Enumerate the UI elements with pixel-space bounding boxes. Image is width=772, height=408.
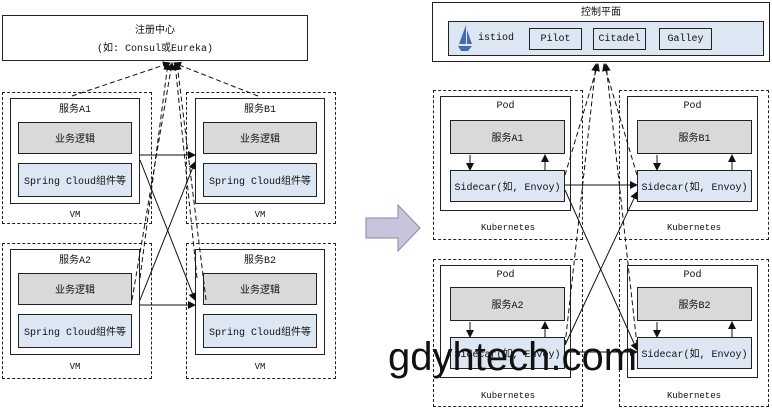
sidecar-a1-to-b2 xyxy=(564,189,638,351)
vm-a1-service: 服务A1 xyxy=(58,105,91,116)
vm-a2-host xyxy=(10,249,140,355)
pod-a1-service: 服务A1 xyxy=(450,120,565,154)
vm-a1-framework: Spring Cloud组件等 xyxy=(18,163,132,197)
k8s-b2-container xyxy=(619,259,769,407)
pod-b2-service: 服务B2 xyxy=(637,287,752,321)
pod-b1-sidecar: Sidecar(如, Envoy) xyxy=(637,170,752,202)
cp-link-a1 xyxy=(564,63,600,176)
pod-b1-box xyxy=(627,96,758,211)
pod-b2-sidecar: Sidecar(如, Envoy) xyxy=(637,337,752,369)
pod-a1-sidecar: Sidecar(如, Envoy) xyxy=(450,170,565,202)
k8s-a1-container xyxy=(433,90,583,240)
vm-a2-service: 服务A2 xyxy=(58,256,91,267)
galley-box: Galley xyxy=(659,28,712,50)
control-plane-box xyxy=(432,2,770,62)
pod-b1-label: Pod xyxy=(683,100,702,112)
vm-b2-service: 服务B2 xyxy=(243,256,276,267)
registry-title: 注册中心 xyxy=(135,26,175,37)
cp-link-a2 xyxy=(564,63,600,346)
k8s-a1-label: Kubernetes xyxy=(480,223,535,233)
vm-a1-container xyxy=(2,92,152,224)
watermark: gdyhtech.com xyxy=(388,335,638,379)
citadel-box: Citadel xyxy=(593,28,646,50)
sidecar-a2-to-b1 xyxy=(564,191,638,346)
pilot-box: Pilot xyxy=(529,28,582,50)
pod-a2-box xyxy=(440,265,571,378)
a2-to-b1 xyxy=(139,161,197,301)
istiod-label: istiod xyxy=(478,33,515,44)
registry-link-a1 xyxy=(71,61,171,97)
vm-b1-framework: Spring Cloud组件等 xyxy=(203,163,317,197)
vm-b1-service: 服务B1 xyxy=(243,105,276,116)
registry-box: 注册中心 (如: Consul或Eureka) xyxy=(2,15,308,61)
vm-b2-label: VM xyxy=(254,362,266,372)
pod-a1-label: Pod xyxy=(496,100,515,112)
vm-b2-container xyxy=(186,243,336,379)
pod-a1-box xyxy=(440,96,571,211)
vm-b2-framework: Spring Cloud组件等 xyxy=(203,314,317,348)
pod-b2-label: Pod xyxy=(683,269,702,281)
cp-link-b2 xyxy=(602,63,638,346)
k8s-b1-container xyxy=(619,90,769,240)
pod-a2-sidecar: Sidecar(如, Envoy) xyxy=(450,337,565,369)
pod-b1-service: 服务B1 xyxy=(637,120,752,154)
vm-a2-container xyxy=(2,243,152,379)
vm-a1-label: VM xyxy=(69,210,81,220)
cp-link-b1 xyxy=(602,63,638,176)
vm-a2-framework: Spring Cloud组件等 xyxy=(18,314,132,348)
vm-b1-label: VM xyxy=(254,210,266,220)
vm-b2-logic: 业务逻辑 xyxy=(203,273,317,305)
vm-a2-label: VM xyxy=(69,362,81,372)
registry-link-a2b xyxy=(131,62,175,301)
k8s-a2-label: Kubernetes xyxy=(480,391,535,401)
vm-a2-logic: 业务逻辑 xyxy=(18,273,132,305)
pod-b2-box xyxy=(627,265,758,378)
istio-logo-icon xyxy=(458,25,472,51)
k8s-a2-container xyxy=(433,259,583,407)
registry-link-b1 xyxy=(173,61,259,97)
vm-a1-host xyxy=(10,98,140,204)
registry-subtitle: (如: Consul或Eureka) xyxy=(96,44,213,55)
transition-arrow xyxy=(365,203,421,253)
pod-a2-label: Pod xyxy=(496,269,515,281)
registry-link-b2 xyxy=(171,62,198,279)
vm-b1-container xyxy=(186,92,336,224)
control-plane-title: 控制平面 xyxy=(581,8,621,19)
vm-b1-logic: 业务逻辑 xyxy=(203,122,317,154)
vm-a1-logic: 业务逻辑 xyxy=(18,122,132,154)
k8s-b1-label: Kubernetes xyxy=(666,223,721,233)
pod-a2-service: 服务A2 xyxy=(450,287,565,321)
k8s-b2-label: Kubernetes xyxy=(666,391,721,401)
